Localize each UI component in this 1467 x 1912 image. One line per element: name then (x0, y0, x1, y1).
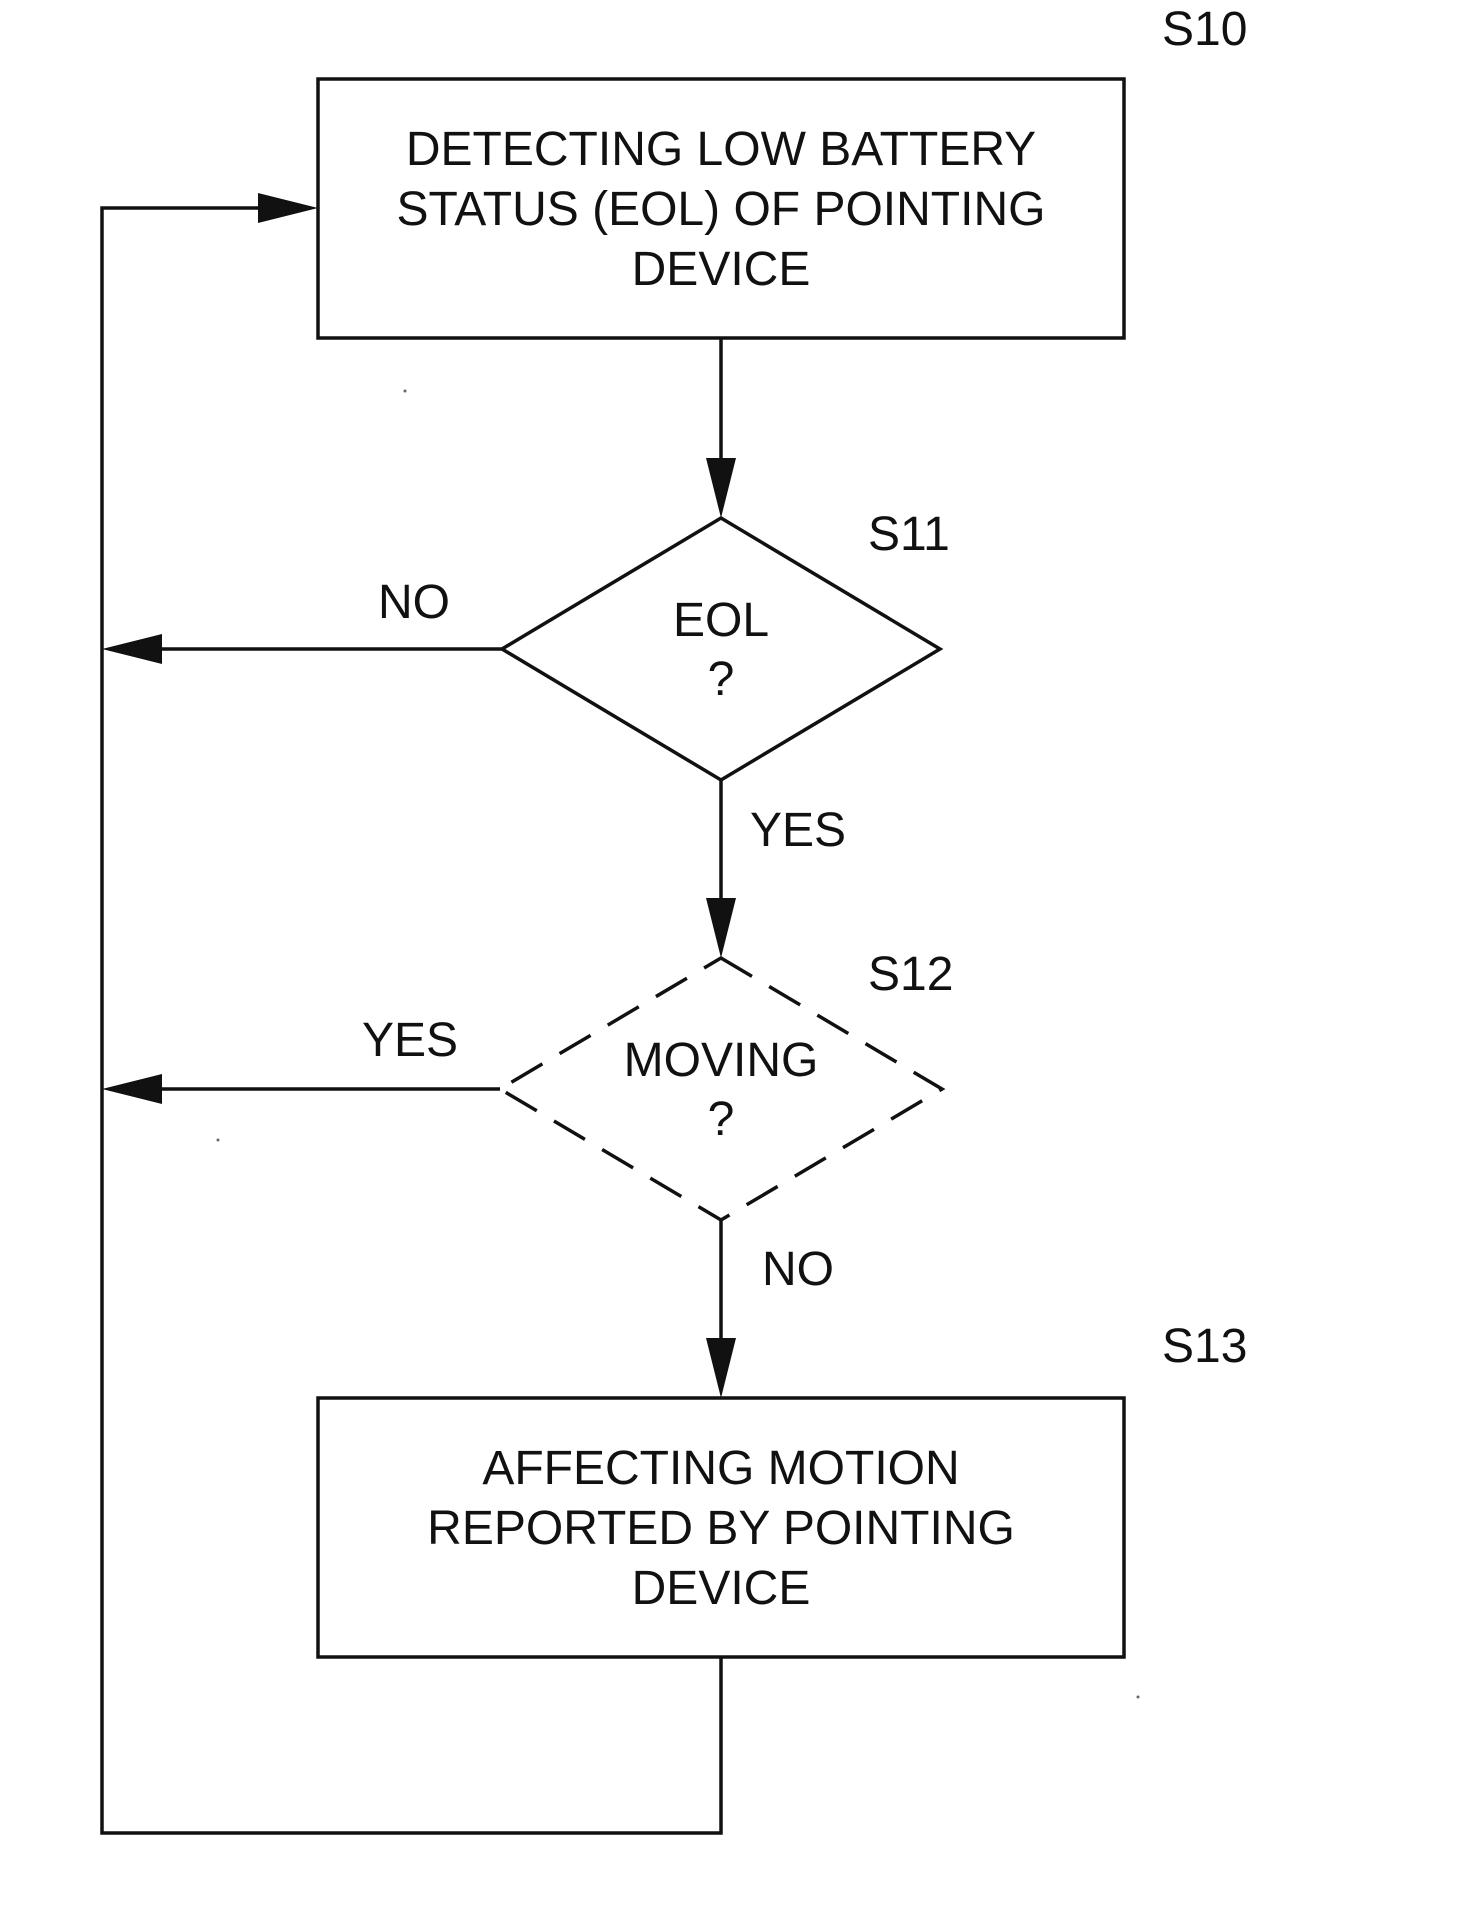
arrow-s12-no-to-s13 (706, 1220, 736, 1398)
s13-text-line-2: REPORTED BY POINTING (427, 1502, 1015, 1555)
s12-step-label: S12 (868, 948, 953, 1001)
s11-text-line-1: EOL (673, 594, 769, 647)
arrow-s11-no (102, 634, 502, 664)
s10-text-line-2: STATUS (EOL) OF POINTING (397, 183, 1046, 236)
s11-text-line-2: ? (708, 653, 735, 706)
s13-text-line-3: DEVICE (632, 1562, 811, 1615)
arrow-s12-yes (102, 1074, 500, 1104)
s12-text-line-1: MOVING (624, 1034, 819, 1087)
scan-speck (404, 390, 407, 393)
step-s10: DETECTING LOW BATTERY STATUS (EOL) OF PO… (318, 3, 1247, 338)
s11-no-label: NO (378, 576, 450, 629)
s12-no-label: NO (762, 1243, 834, 1296)
scan-speck (1137, 1696, 1140, 1699)
arrow-s10-to-s11 (706, 338, 736, 518)
s10-step-label: S10 (1162, 3, 1247, 56)
s10-text-line-3: DEVICE (632, 243, 811, 296)
s13-text-line-1: AFFECTING MOTION (482, 1442, 959, 1495)
step-s11: EOL ? S11 NO YES (378, 508, 950, 857)
s12-yes-label: YES (362, 1014, 458, 1067)
step-s13: AFFECTING MOTION REPORTED BY POINTING DE… (318, 1320, 1247, 1657)
s12-text-line-2: ? (708, 1093, 735, 1146)
step-s12: MOVING ? S12 YES NO (362, 948, 953, 1296)
scan-speck (217, 1139, 220, 1142)
s13-step-label: S13 (1162, 1320, 1247, 1373)
s10-text-line-1: DETECTING LOW BATTERY (406, 123, 1036, 176)
arrow-s11-yes-to-s12 (706, 780, 736, 958)
s11-step-label: S11 (868, 508, 950, 561)
s11-yes-label: YES (750, 804, 846, 857)
